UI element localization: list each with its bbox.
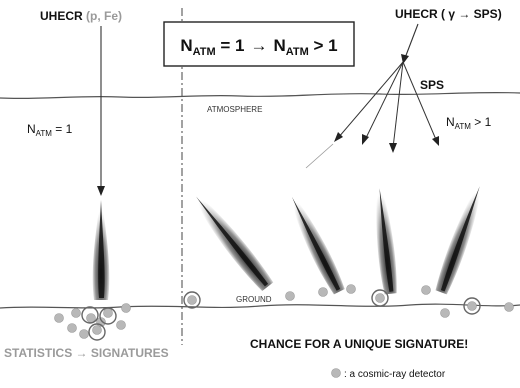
left-source-name: UHECR [40,9,83,23]
right-natm-main: N [446,115,455,129]
right-primary-arrow [404,23,419,59]
sps-shower-1 [186,184,274,291]
ground-line [0,303,520,309]
sps-arrow-2 [364,61,404,141]
left-natm-sub: ATM [36,129,53,138]
detector [467,301,477,311]
detector [440,308,450,318]
atmosphere-label: ATMOSPHERE [207,105,262,114]
detector [375,293,385,303]
sps-arrow-4-head [432,136,439,146]
detector-ring [81,306,99,324]
right-caption: CHANCE FOR A UNIQUE SIGNATURE! [250,337,468,351]
left-natm-rest: = 1 [52,122,73,136]
left-shower [92,195,110,300]
sps-arrow-1 [337,61,404,139]
sps-arrow-2-head [362,134,369,145]
detector-ring [99,307,117,325]
right-source-detail: ( γ → SPS) [438,7,502,21]
title-left-sub: ATM [193,46,216,58]
triggered-detectors [81,289,481,341]
atmosphere-boundary [0,91,520,100]
detector [421,285,431,295]
left-natm-main: N [27,122,36,136]
title-right-sub: ATM [286,46,309,58]
right-natm-sub: ATM [455,122,472,131]
detector [504,302,514,312]
detector [318,287,328,297]
sps-arrow-4 [402,61,438,143]
ground-label: GROUND [236,295,272,304]
detector [285,291,295,301]
detector [54,313,64,323]
left-arrow-head [97,186,105,196]
legend-detector-icon [331,368,341,378]
right-source-label: UHECR ( γ → SPS) [395,7,502,21]
right-natm-rest: > 1 [471,115,492,129]
title-left-main: N [180,36,192,55]
sps-shower-4 [435,173,485,295]
detector [67,323,77,333]
left-source-label: UHECR (p, Fe) [40,9,122,23]
title-box [163,21,355,67]
left-caption: STATISTICS → SIGNATURES [4,346,169,360]
title-text: NATM = 1→NATM > 1 [180,36,337,58]
sps-arrow-3 [392,61,404,149]
sps-arrow-1-faint [305,143,334,169]
title-arrow: → [251,36,268,55]
right-source-name: UHECR [395,7,438,21]
left-source-detail: (p, Fe) [83,9,122,23]
detector [346,284,356,294]
sps-shower-2 [286,186,345,295]
left-natm-label: NATM = 1 [27,122,73,138]
detector-ring [371,289,389,307]
legend-label: : a cosmic-ray detector [344,369,446,380]
detector-ring [88,323,106,341]
detector-ring [463,297,481,315]
detector [116,320,126,330]
sps-shower-3 [376,175,397,295]
right-arrow-head [401,54,409,64]
detector [187,295,197,305]
sps-arrow-3-head [389,143,397,153]
right-natm-label: NATM > 1 [446,115,492,131]
detector [92,325,102,335]
detector [71,308,81,318]
detector [79,329,89,339]
title-right-main: N [274,36,286,55]
detector [121,303,131,313]
detectors [54,284,514,339]
detector [103,308,113,318]
detector-ring [183,291,201,309]
sps-arrow-1-head [334,132,343,142]
sps-label: SPS [420,78,444,92]
title-left-rest: = 1 [216,36,245,55]
title-right-rest: > 1 [309,36,338,55]
